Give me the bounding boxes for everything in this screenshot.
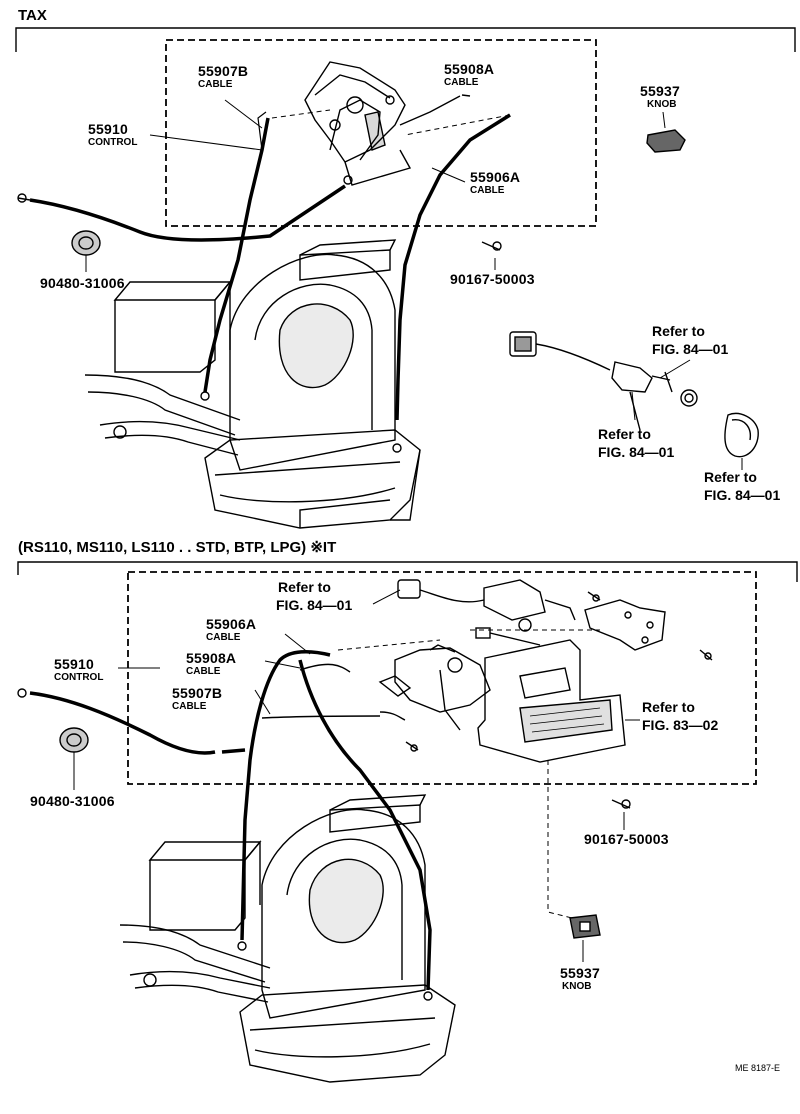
screw-2 [611,799,631,830]
part2-55910-number: 55910 [54,656,94,672]
section1-frame [15,27,796,227]
part2-90480-31006: 90480-31006 [30,793,115,809]
part-55937-name: KNOB [647,99,677,110]
leaders-2 [118,589,640,721]
screw-1 [481,241,502,270]
part-55906a-number: 55906A [470,169,521,185]
ref-label-1a: Refer to [652,323,705,339]
section1-title: TAX [18,7,47,24]
part2-55907b-number: 55907B [172,685,223,701]
part2-90167-50003: 90167-50003 [584,831,669,847]
part-90480-31006: 90480-31006 [40,275,125,291]
ref-label-5b: FIG. 83—02 [642,717,719,733]
control-assembly-2 [337,579,713,919]
part-55908a-name: CABLE [444,77,479,88]
knob-2 [569,914,601,962]
cables-1 [17,94,511,453]
part-55910-number: 55910 [88,121,128,137]
ref-label-1b: FIG. 84—01 [652,341,729,357]
part2-55937-number: 55937 [560,965,600,981]
part-55907b-number: 55907B [198,63,249,79]
control-assembly-1 [304,61,412,186]
part-55908a-number: 55908A [444,61,495,77]
section2-title: (RS110, MS110, LS110 . . STD, BTP, LPG) … [18,539,337,556]
part-55910-name: CONTROL [88,137,138,148]
part2-55908a-number: 55908A [186,650,237,666]
ref-label-4a: Refer to [278,579,331,595]
ref-label-3a: Refer to [704,469,757,485]
part2-55910-name: CONTROL [54,672,104,683]
section2-frame [17,561,798,785]
grommet-2 [59,727,89,790]
ref-label-2b: FIG. 84—01 [598,444,675,460]
ref-label-4b: FIG. 84—01 [276,597,353,613]
figure-code: ME 8187-E [735,1063,781,1073]
leaders-1 [149,99,743,470]
part-55906a-name: CABLE [470,185,505,196]
part2-55907b-name: CABLE [172,701,207,712]
grommet-1 [71,230,101,272]
cables-2 [17,649,433,1001]
switch-assembly-1 [509,331,759,458]
part-90167-50003: 90167-50003 [450,271,535,287]
heater-unit-1 [84,239,421,529]
part-55907b-name: CABLE [198,79,233,90]
ref-label-2a: Refer to [598,426,651,442]
part2-55906a-name: CABLE [206,632,241,643]
part2-55906a-number: 55906A [206,616,257,632]
ref-label-3b: FIG. 84—01 [704,487,781,503]
knob-1 [646,111,686,153]
part2-55908a-name: CABLE [186,666,221,677]
part-55937-number: 55937 [640,83,680,99]
part2-55937-name: KNOB [562,981,592,992]
heater-unit-2 [119,794,456,1083]
ref-label-5a: Refer to [642,699,695,715]
